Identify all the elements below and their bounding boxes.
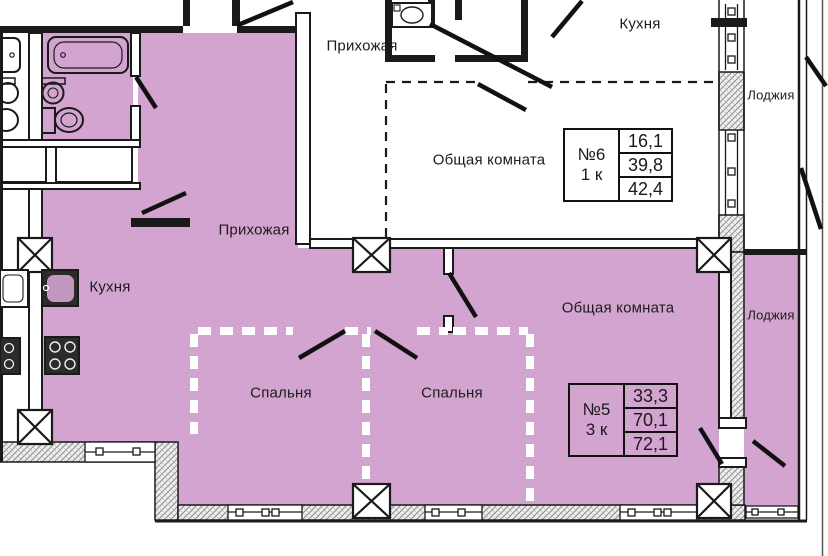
neighbor-kitchen-fixtures [0, 269, 29, 375]
unit5-id-cell: №5 3 к [570, 385, 625, 455]
neighbor-fixtures [0, 37, 21, 132]
unit6-dashed-partitions [384, 80, 719, 238]
structural-columns [16, 236, 733, 520]
sink-icon [41, 77, 66, 105]
unit5-area-living: 33,3 [625, 385, 676, 409]
room-label-bedroom-left: Спальня [250, 384, 312, 402]
windows [84, 4, 799, 521]
room-label-kitchen-unit5: Кухня [89, 278, 131, 296]
interior-walls [0, 12, 747, 468]
room-label-loggia-unit6: Лоджия [747, 87, 795, 103]
room-label-living-unit5: Общая комната [561, 299, 675, 317]
unit5-info-table: №5 3 к 33,3 70,1 72,1 [568, 383, 678, 457]
unit6-area-living: 16,1 [620, 130, 671, 154]
unit5-rooms: 3 к [585, 420, 608, 439]
room-label-loggia-unit5: Лоджия [747, 307, 795, 323]
column-icon [16, 236, 54, 274]
unit5-number: №5 [582, 400, 611, 420]
washing-machine-icon [391, 2, 433, 28]
bathroom-fixtures [0, 2, 433, 375]
room-label-bedroom-right: Спальня [421, 384, 483, 402]
unit5-area-total: 72,1 [632, 433, 669, 454]
room-label-living-unit6: Общая комната [432, 151, 546, 169]
unit6-number: №6 [577, 145, 606, 165]
room-label-hallway-unit5: Прихожая [218, 221, 290, 239]
unit5-dashed-partitions [190, 327, 534, 503]
column-icon [351, 236, 392, 274]
unit5-area-net: 70,1 [625, 409, 676, 433]
kitchen-sink-icon [41, 269, 79, 307]
room-label-kitchen-unit6: Кухня [619, 15, 661, 33]
unit6-id-cell: №6 1 к [565, 130, 620, 200]
unit6-rooms: 1 к [580, 165, 603, 184]
column-icon [695, 482, 733, 520]
room-label-hallway-unit6: Прихожая [326, 37, 398, 55]
apartment5-highlight-region [33, 33, 799, 508]
door-swings [134, 0, 828, 468]
bathtub-icon [47, 36, 129, 74]
toilet-icon [41, 107, 84, 134]
column-icon [695, 236, 733, 274]
unit6-area-total: 42,4 [627, 178, 664, 199]
column-icon [351, 482, 392, 520]
unit6-area-net: 39,8 [620, 154, 671, 178]
stove-icon [44, 336, 80, 375]
column-icon [16, 408, 54, 446]
solid-walls [0, 0, 807, 255]
unit6-info-table: №6 1 к 16,1 39,8 42,4 [563, 128, 673, 202]
storage-cabinets [1, 146, 133, 183]
